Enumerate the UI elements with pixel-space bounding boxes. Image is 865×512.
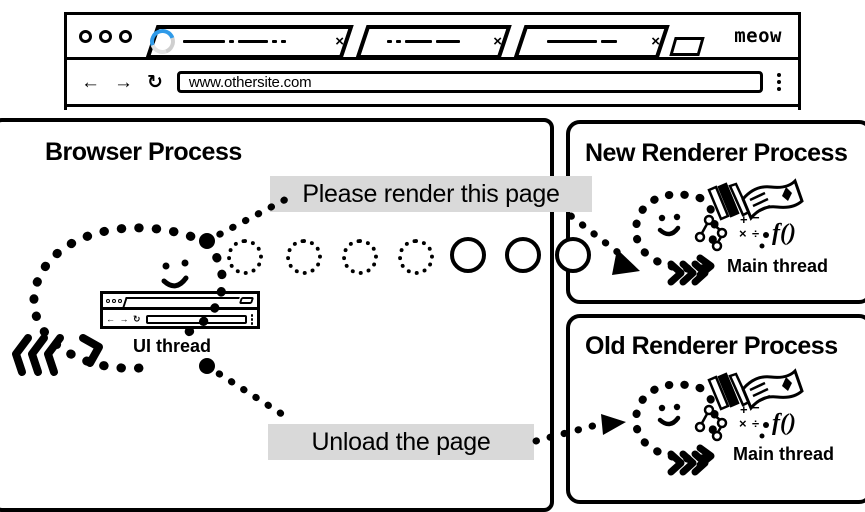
new-renderer-main-thread-label: Main thread (727, 256, 829, 276)
ui-thread-label: UI thread (133, 336, 212, 356)
mini-window-controls-icon (106, 298, 122, 303)
old-renderer-process-box (566, 314, 865, 504)
task-circle-6 (505, 237, 541, 273)
tab-3-title-placeholder (518, 40, 645, 43)
back-icon[interactable]: ← (81, 71, 100, 93)
new-tab-button[interactable] (669, 36, 705, 56)
address-bar[interactable]: www.othersite.com (176, 71, 763, 93)
tab-2-shape-icon (355, 24, 512, 59)
browser-tab-2[interactable]: × (346, 24, 512, 59)
tab-1-title-placeholder (183, 40, 329, 43)
task-circle-2 (286, 239, 322, 275)
tab-2-close-icon[interactable]: × (493, 33, 502, 50)
old-renderer-main-thread-label: Main thread (733, 444, 835, 464)
old-renderer-process-title: Old Renderer Process (585, 332, 838, 360)
window-controls[interactable] (79, 29, 132, 43)
mini-address-bar-icon (145, 315, 247, 324)
tab-2-title-placeholder (360, 40, 487, 43)
menu-kebab-icon[interactable] (777, 73, 781, 91)
window-dot-2-icon[interactable] (99, 29, 112, 43)
tab-3-close-icon[interactable]: × (651, 33, 660, 50)
task-circle-5 (450, 237, 486, 273)
browser-toolbar: ← → ↻ www.othersite.com (67, 60, 798, 107)
forward-icon[interactable]: → (114, 71, 133, 93)
task-circle-7 (555, 237, 591, 273)
new-renderer-process-box (566, 120, 865, 304)
mini-tab-icon (122, 297, 240, 308)
window-dot-3-icon[interactable] (119, 29, 132, 43)
browser-window: × × (64, 12, 801, 110)
tab-strip: × × (67, 15, 798, 60)
tab-list: × × (136, 14, 705, 59)
task-circle-4 (398, 239, 434, 275)
reload-icon[interactable]: ↻ (147, 71, 163, 93)
tab-1-loading-spinner-icon (145, 24, 180, 59)
mini-nav-icons: ← → ↻ (106, 314, 142, 324)
unload-request-message: Unload the page (268, 424, 534, 460)
mini-new-tab-icon (238, 297, 255, 304)
browser-tab-1[interactable]: × (136, 24, 354, 59)
ui-thread-browser-icon: ← → ↻ (100, 291, 260, 329)
address-bar-value: www.othersite.com (188, 73, 312, 91)
browser-tab-3[interactable]: × (504, 24, 670, 59)
render-request-message: Please render this page (270, 176, 592, 212)
browser-process-title: Browser Process (45, 138, 242, 166)
mini-menu-kebab-icon (250, 314, 253, 325)
task-circle-3 (342, 239, 378, 275)
new-renderer-process-title: New Renderer Process (585, 139, 848, 167)
brand-label: meow (734, 25, 782, 47)
task-circle-1 (227, 239, 263, 275)
window-dot-1-icon[interactable] (79, 29, 92, 43)
tab-1-close-icon[interactable]: × (335, 33, 344, 50)
